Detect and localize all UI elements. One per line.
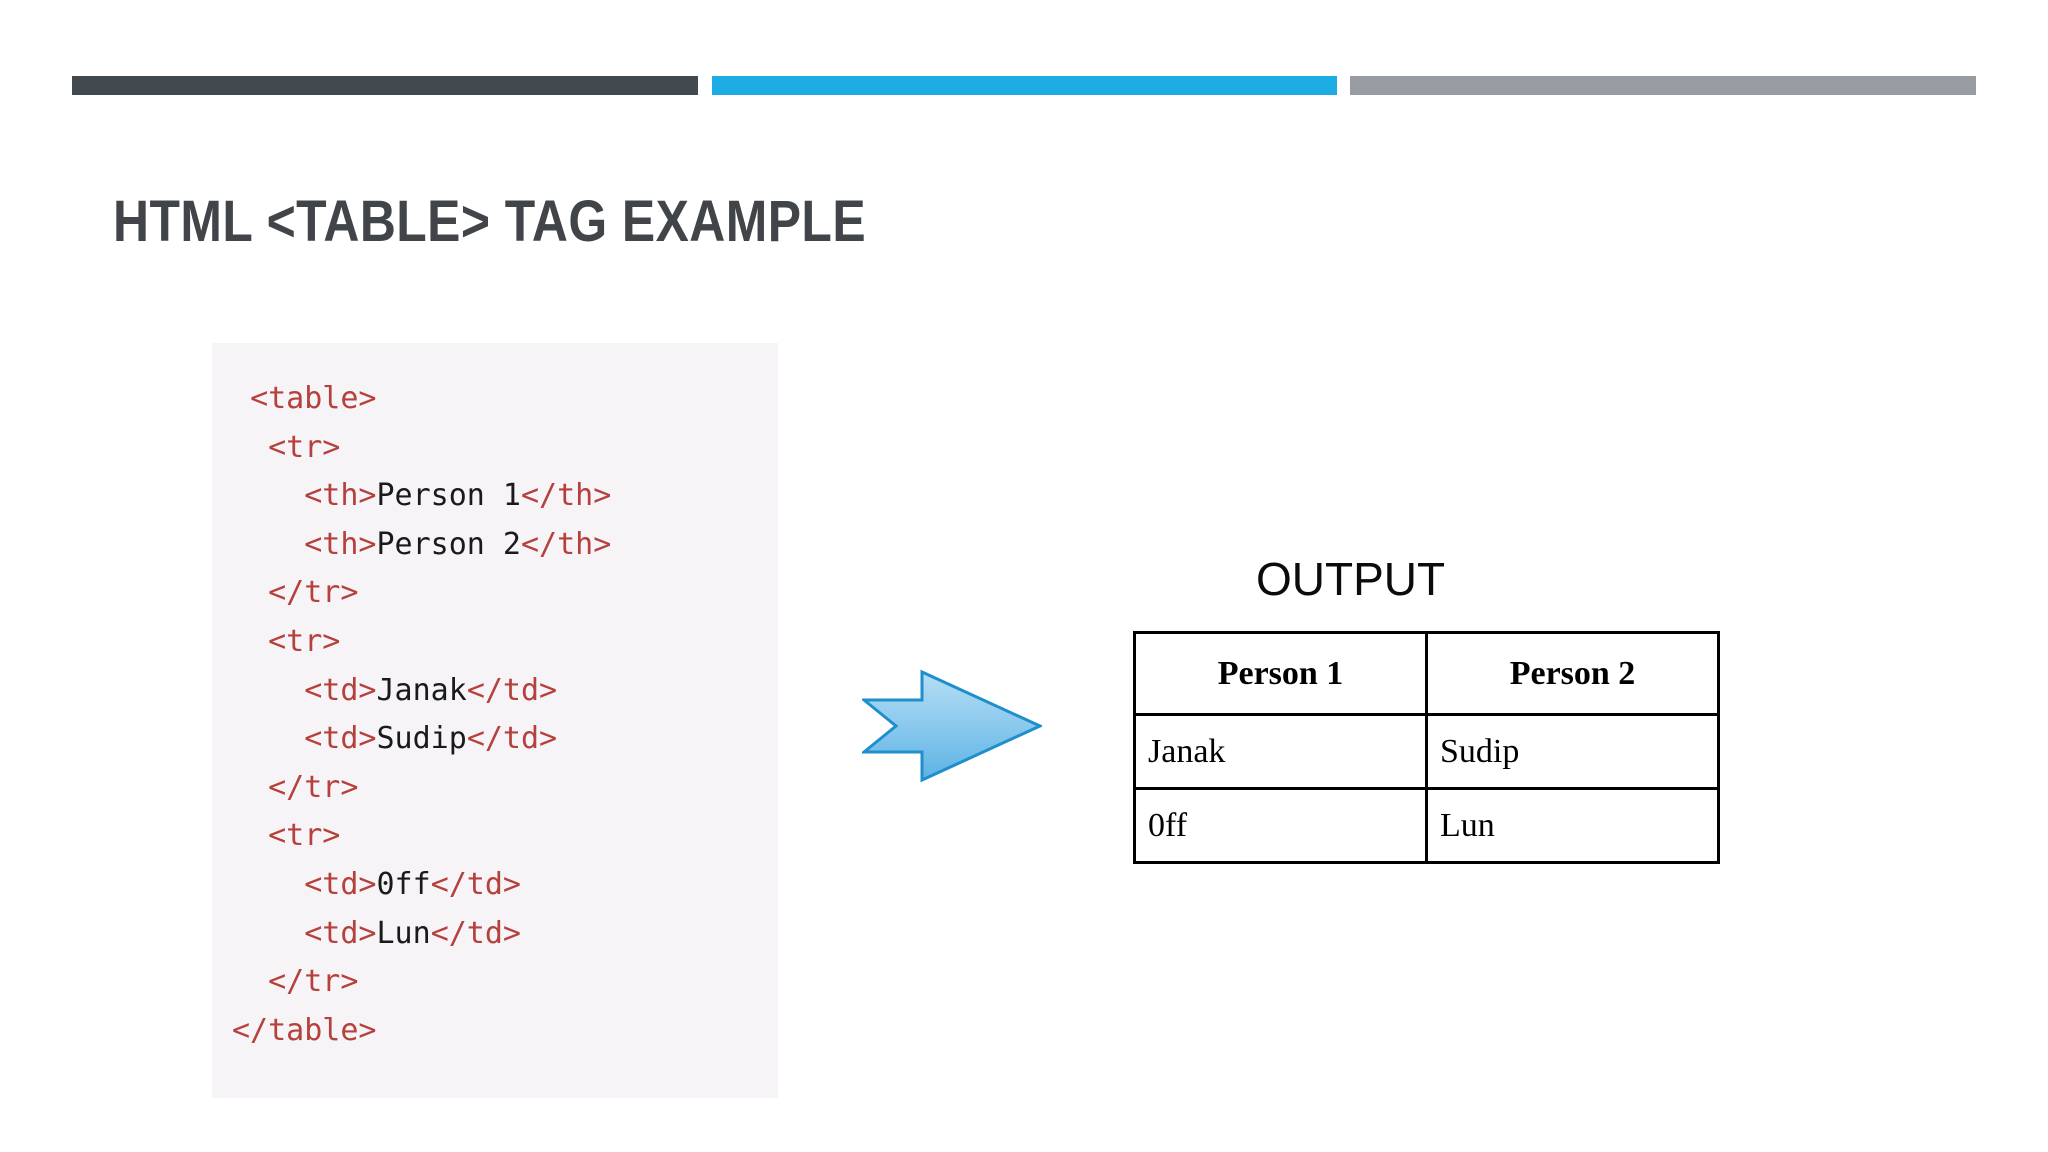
code-line: <td>Sudip</td> [232,715,611,764]
code-indent [232,624,268,659]
code-line: </tr> [232,569,611,618]
code-tag: </td> [466,721,558,757]
accent-bar-blue [712,76,1337,95]
code-text: Person 1 [376,478,522,514]
code-tag: </td> [430,866,521,902]
code-tag: </th> [521,478,612,514]
code-text: Janak [376,672,467,708]
code-line: <td>Janak</td> [232,667,611,716]
code-line: <td>Lun</td> [232,910,611,959]
table-row: Janak Sudip [1133,713,1720,790]
accent-bar-gray [1350,76,1976,95]
code-indent [232,867,304,902]
code-indent [232,478,304,513]
code-text: Sudip [376,721,467,757]
code-tag: <tr> [268,623,341,659]
table-cell: Janak [1133,713,1428,790]
code-tag: <td> [304,672,377,708]
code-indent [232,430,268,465]
code-text: Lun [376,915,431,951]
code-tag: </tr> [268,769,359,805]
code-tag: </td> [466,672,558,708]
accent-bar-dark [72,76,698,95]
table-cell: Lun [1425,787,1720,864]
output-label: OUTPUT [1256,553,1446,605]
code-line: <tr> [232,618,611,667]
code-tag: <table> [250,381,377,416]
output-table-body: Janak Sudip 0ff Lun [1133,713,1720,864]
code-line: <table> [232,375,611,424]
code-line: </tr> [232,958,611,1007]
code-text: Person 2 [376,526,522,562]
code-indent [232,673,304,708]
table-header-cell: Person 1 [1133,631,1428,716]
code-tag: </tr> [268,964,359,1000]
code-line: <th>Person 2</th> [232,521,611,570]
output-table-head: Person 1 Person 2 [1133,631,1720,716]
code-tag: <th> [304,526,377,562]
code-line: </tr> [232,764,611,813]
code-indent [232,916,304,951]
code-line: <td>0ff</td> [232,861,611,910]
code-tag: <td> [304,915,377,951]
code-indent [232,770,268,805]
code-line: </table> [232,1007,611,1056]
code-tag: </tr> [268,575,359,611]
code-tag: </table> [232,1012,377,1048]
code-tag: </td> [430,915,521,951]
code-tag: <tr> [268,818,341,854]
code-indent [232,575,268,610]
code-indent [232,527,304,562]
code-line: <th>Person 1</th> [232,472,611,521]
code-tag: <td> [304,866,377,902]
table-row: 0ff Lun [1133,787,1720,864]
code-tag: <tr> [268,429,341,465]
code-line: <tr> [232,812,611,861]
table-cell: 0ff [1133,787,1428,864]
code-indent [232,721,304,756]
code-indent [232,964,268,999]
code-panel: <table> <tr> <th>Person 1</th> <th>Perso… [212,343,778,1098]
code-tag: </th> [521,526,612,562]
code-indent [232,818,268,853]
code-tag: <th> [304,478,377,514]
code-listing: <table> <tr> <th>Person 1</th> <th>Perso… [232,375,611,1055]
page-title: HTML <TABLE> TAG EXAMPLE [113,189,867,254]
code-line: <tr> [232,424,611,473]
output-table: Person 1 Person 2 Janak Sudip 0ff Lun [1133,631,1720,864]
table-header-row: Person 1 Person 2 [1133,631,1720,716]
right-arrow-icon [859,668,1044,784]
arrow-shape [859,669,1044,783]
table-cell: Sudip [1425,713,1720,790]
code-indent [232,381,250,416]
code-text: 0ff [376,866,431,902]
code-tag: <td> [304,721,377,757]
table-header-cell: Person 2 [1425,631,1720,716]
